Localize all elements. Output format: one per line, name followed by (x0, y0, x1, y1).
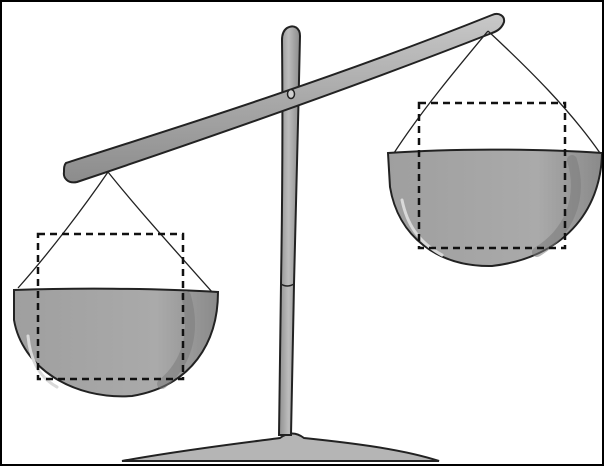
base (122, 434, 439, 462)
pivot-pin (288, 90, 295, 99)
left-pan (14, 289, 218, 397)
